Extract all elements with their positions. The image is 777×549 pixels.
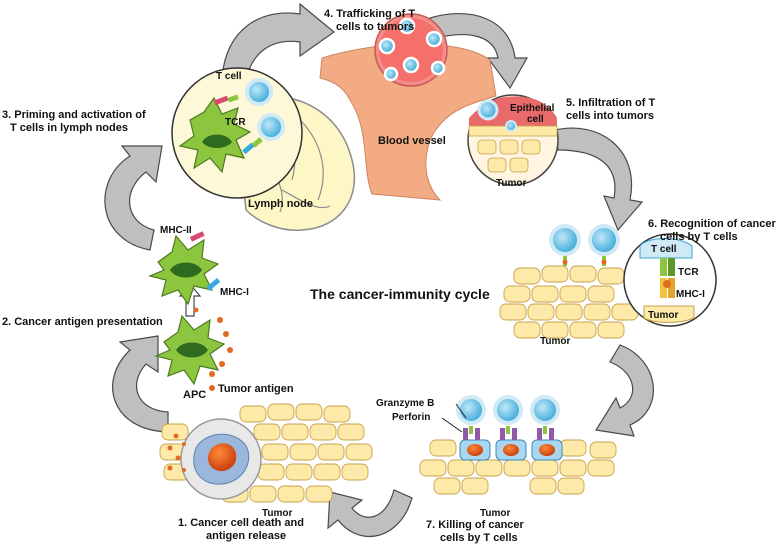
- epithelial-label-line1: Epithelial: [510, 103, 555, 114]
- tumor-label-5: Tumor: [496, 178, 526, 189]
- t-cell-in-vessel: [425, 30, 443, 48]
- arrow-7-to-1: [327, 489, 413, 537]
- tumor-mass-6: [499, 265, 639, 339]
- labels: The cancer-immunity cycle 4. Trafficking…: [2, 8, 776, 544]
- arrow-3-to-4: [221, 2, 335, 81]
- step-2-label: 2. Cancer antigen presentation: [2, 316, 163, 328]
- infiltration-circle: [467, 94, 559, 186]
- arrow-4-to-5: [429, 12, 529, 90]
- tumor-antigen-dots: [193, 307, 233, 391]
- epithelial-label-line2: cell: [527, 114, 544, 125]
- step-7-label-line2: cells by T cells: [440, 532, 518, 544]
- step-7-label-line1: 7. Killing of cancer: [426, 519, 525, 531]
- tcr-lymph: [251, 137, 263, 148]
- lymph-node: [171, 67, 356, 231]
- arrow-1-to-2: [112, 335, 169, 433]
- step-1-label-line2: antigen release: [206, 530, 286, 542]
- tumor-mass-1: [159, 403, 373, 503]
- mhc-ii-lymph: [213, 95, 229, 106]
- step-3-label-line2: T cells in lymph nodes: [10, 122, 128, 134]
- t-cell-infiltrating: [477, 99, 499, 121]
- step-3-label-line1: 3. Priming and activation of: [2, 109, 146, 121]
- t-cell-lymph: [245, 78, 273, 106]
- antigen-presenting-cells: [148, 231, 233, 391]
- t-cell-label: T cell: [216, 71, 242, 82]
- arrow-5-to-6: [554, 127, 644, 232]
- mhc-i-label: MHC-I: [220, 287, 249, 298]
- blood-vessel-label: Blood vessel: [378, 135, 446, 147]
- inset-tcr-label: TCR: [678, 267, 699, 278]
- mhc-i-lymph: [242, 142, 255, 155]
- inset-tumor-label: Tumor: [648, 310, 678, 321]
- t-cell-crossing: [505, 120, 517, 132]
- t-cell-in-vessel: [430, 60, 446, 76]
- step-4-label-line1: 4. Trafficking of T: [324, 8, 415, 20]
- granzyme-label: Granzyme B: [376, 398, 434, 409]
- apc-label: APC: [183, 389, 206, 401]
- tumor-antigen-label: Tumor antigen: [218, 383, 294, 395]
- dying-cell-nucleus: [207, 443, 237, 472]
- t-cell-in-vessel: [383, 66, 399, 82]
- tcr-label: TCR: [225, 117, 246, 128]
- blood-vessel: [319, 13, 497, 201]
- tumor-label-1: Tumor: [262, 508, 292, 519]
- step-6-label-line2: cells by T cells: [660, 231, 738, 243]
- t-cell-6: [549, 224, 581, 256]
- step-5-label-line2: cells into tumors: [566, 110, 654, 122]
- t-cell-lymph: [257, 113, 285, 141]
- tcr-lymph: [227, 94, 239, 103]
- step-4-label-line2: cells to tumors: [336, 21, 414, 33]
- t-cell-6: [588, 224, 620, 256]
- cancer-cell-death-scene: [159, 403, 373, 503]
- t-cell-in-vessel: [378, 37, 396, 55]
- recognition-scene: [499, 224, 717, 339]
- mhc-i-marker: [206, 277, 221, 291]
- tumor-label-6: Tumor: [540, 336, 570, 347]
- diagram-title: The cancer-immunity cycle: [310, 286, 490, 302]
- arrow-2-to-3: [104, 145, 163, 251]
- t-cell-7: [456, 395, 486, 425]
- t-cell-7: [493, 395, 523, 425]
- cycle-arrows: [104, 2, 654, 537]
- step-1-label-line1: 1. Cancer cell death and: [178, 517, 304, 529]
- tumor-label-7: Tumor: [480, 508, 510, 519]
- perforin-label: Perforin: [392, 412, 430, 423]
- t-cell-in-vessel: [398, 17, 416, 35]
- mhc-ii-marker: [189, 231, 205, 242]
- step-5-label-line1: 5. Infiltration of T: [566, 97, 655, 109]
- killing-scene: [419, 395, 617, 495]
- inset-t-cell-label: T cell: [651, 244, 677, 255]
- lymph-node-label: Lymph node: [248, 198, 313, 210]
- inset-mhc-label: MHC-I: [676, 289, 705, 300]
- arrow-6-to-7: [595, 344, 654, 437]
- tumor-mass-7: [419, 439, 617, 495]
- released-antigen-dots: [167, 433, 186, 472]
- apc-nucleus: [202, 134, 232, 148]
- t-cell-in-vessel: [402, 56, 420, 74]
- step-6-label-line1: 6. Recognition of cancer: [648, 218, 776, 230]
- t-cell-7: [530, 395, 560, 425]
- mhc-ii-label: MHC-II: [160, 225, 192, 236]
